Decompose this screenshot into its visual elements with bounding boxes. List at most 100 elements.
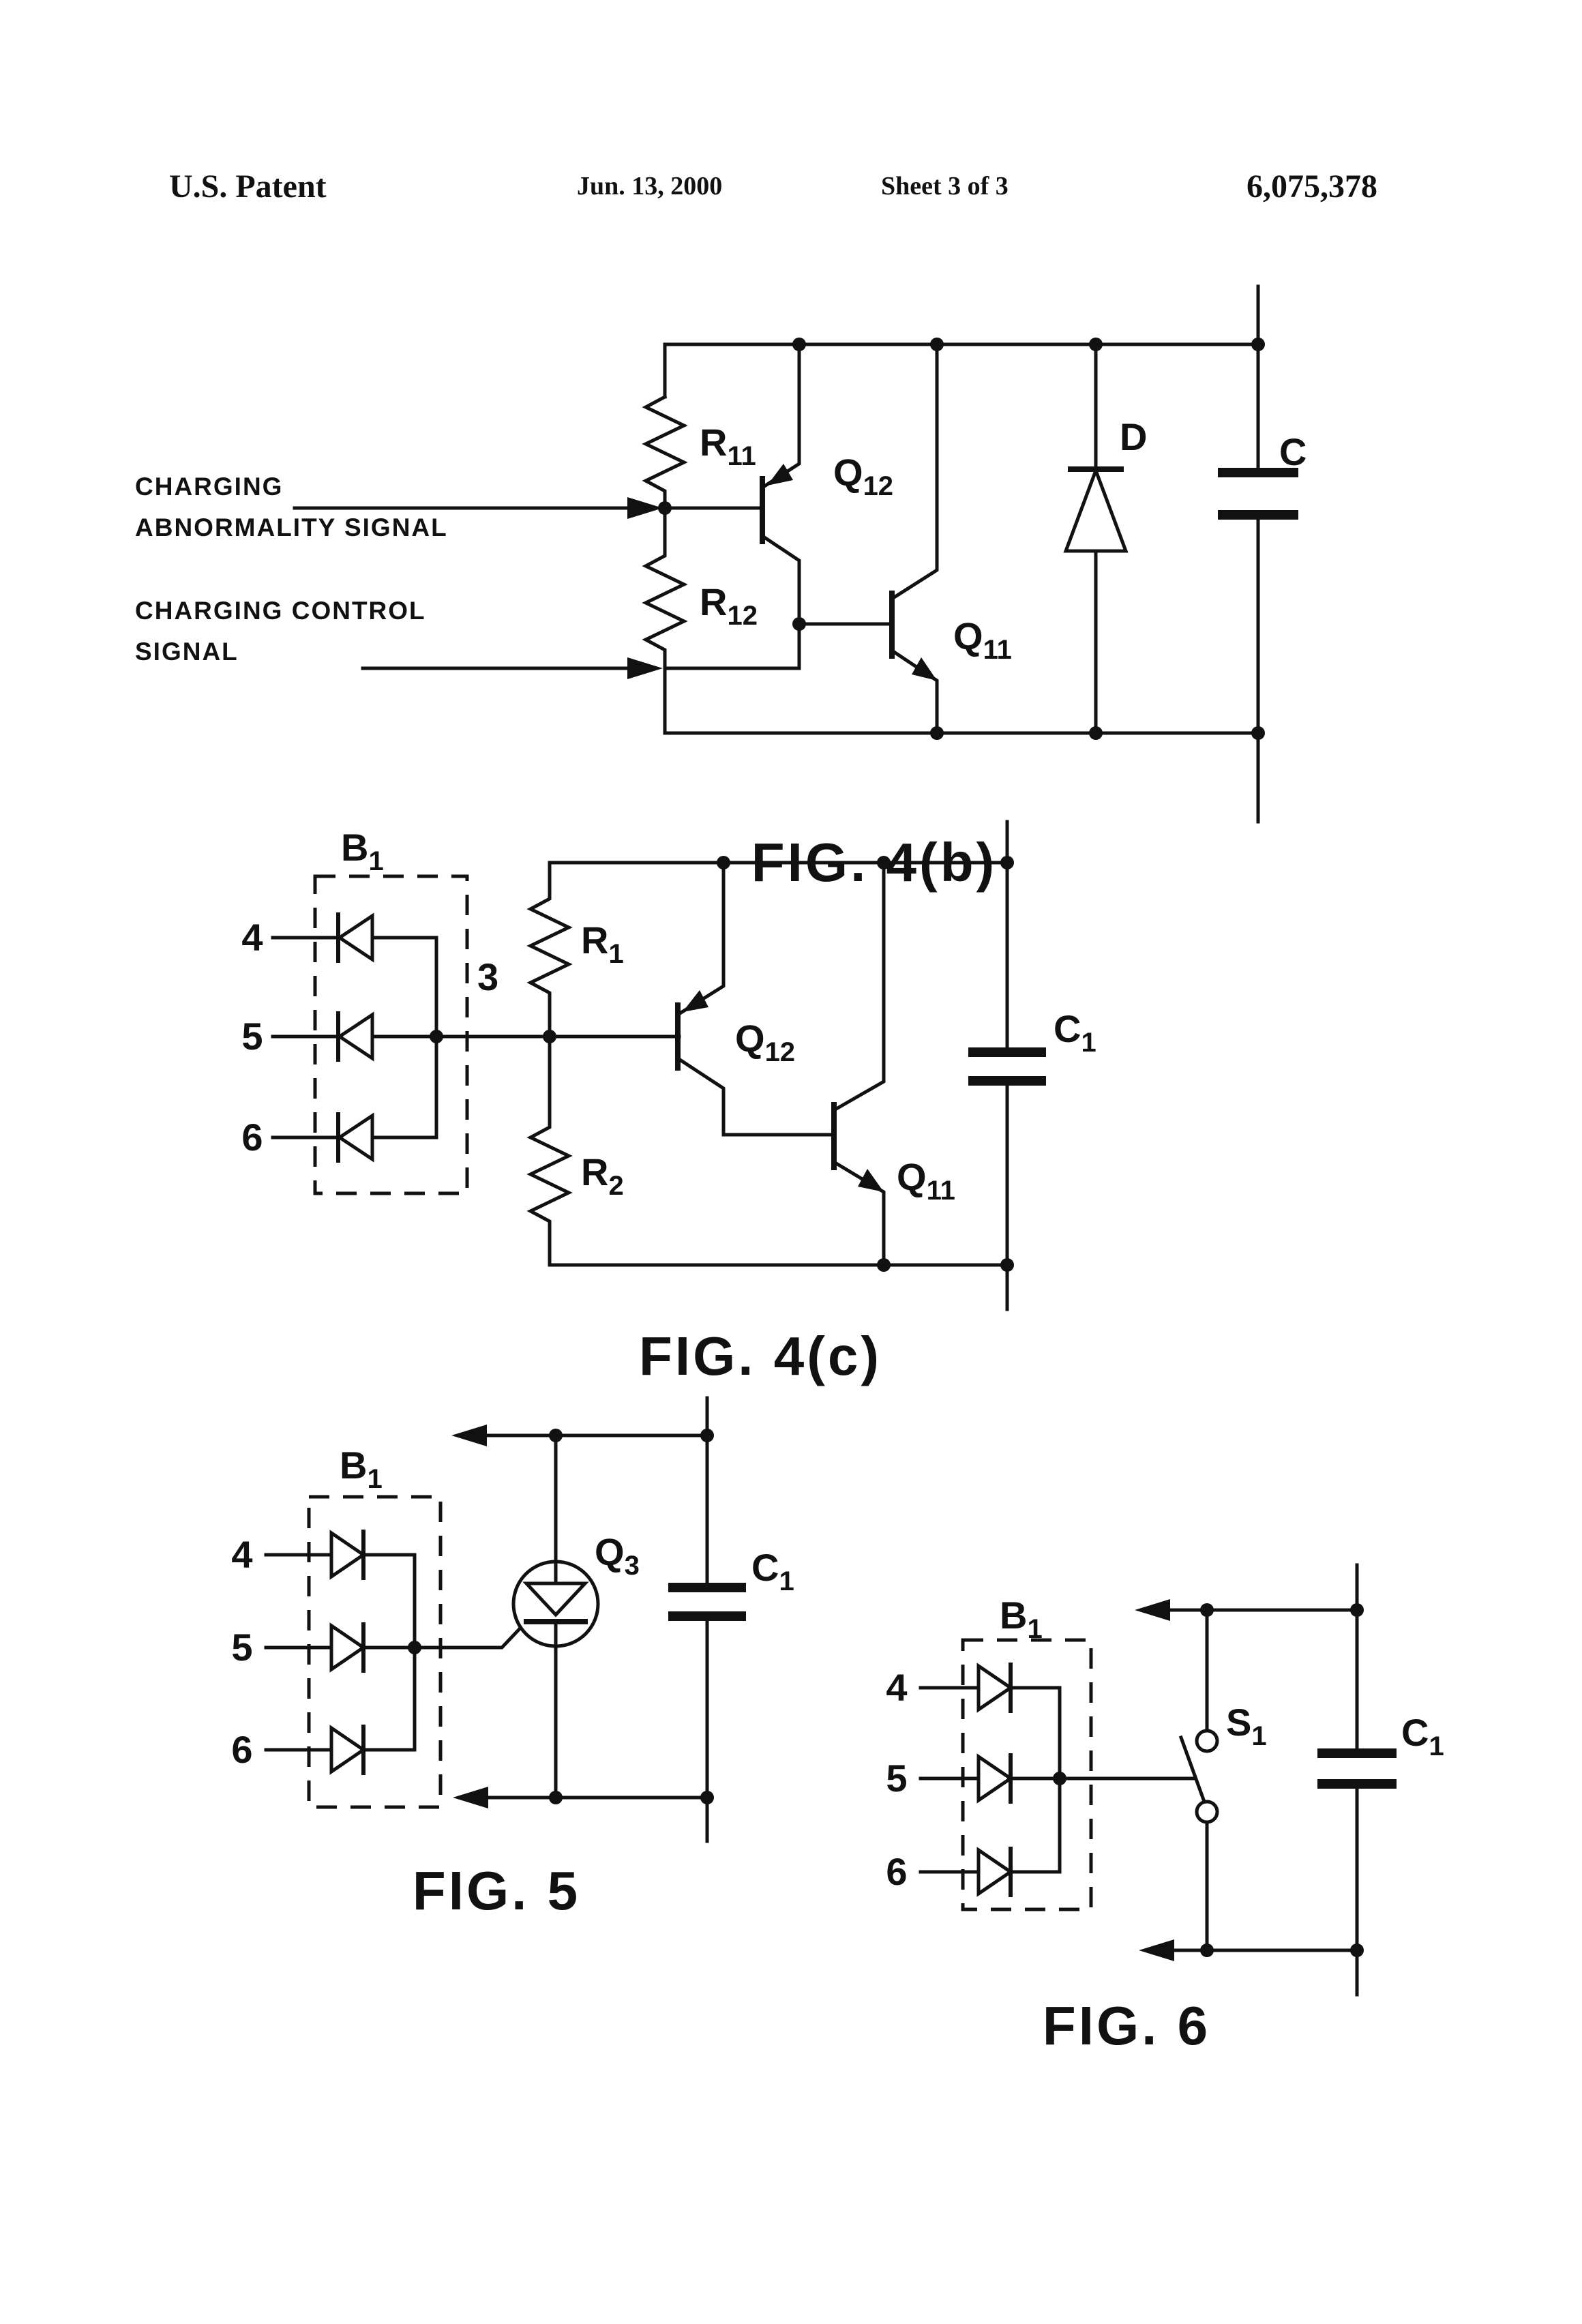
abnormality-label-line1: CHARGING	[135, 473, 283, 501]
header-date: Jun. 13, 2000	[577, 172, 722, 200]
label-r1: R1	[581, 919, 624, 969]
junction-dot	[1000, 856, 1014, 869]
junction-dot	[408, 1641, 421, 1654]
q12-emitter-arrow-icon	[683, 990, 708, 1012]
pin6-out-wire	[361, 1645, 417, 1752]
label-b1: B1	[341, 826, 384, 876]
header: U.S. Patent Jun. 13, 2000 Sheet 3 of 3 6…	[169, 168, 1377, 205]
q12-emitter-arrow-icon	[767, 464, 793, 486]
diode-triangle	[336, 1112, 374, 1163]
header-title: U.S. Patent	[169, 168, 327, 205]
q12-collector-wire	[762, 535, 801, 670]
header-patent-number: 6,075,378	[1247, 168, 1377, 205]
junction-dot	[877, 856, 891, 869]
junction-dot	[700, 1429, 714, 1442]
control-label-line2: SIGNAL	[135, 638, 239, 666]
abnormality-arrow-icon	[627, 497, 663, 519]
resistor-r11	[642, 394, 688, 510]
junction-dot	[658, 501, 672, 515]
junction-dot	[1200, 1603, 1214, 1617]
resistor-r12	[642, 506, 688, 670]
fig-4c: B1 4 5 6 3	[241, 820, 1096, 1386]
diode-triangle	[976, 1753, 1014, 1804]
label-q12: Q12	[833, 451, 893, 501]
header-sheet: Sheet 3 of 3	[881, 172, 1009, 200]
fig4c-caption: FIG. 4(c)	[639, 1326, 882, 1386]
junction-dot	[1350, 1943, 1364, 1957]
pin-5-label: 5	[886, 1757, 907, 1800]
junction-dot	[1053, 1772, 1066, 1785]
pin4-out-wire	[370, 936, 438, 1039]
junction-dot	[877, 1258, 891, 1272]
diode-triangle	[329, 1530, 367, 1580]
control-arrow-icon	[627, 657, 663, 679]
fig-6: B1 4 5 6 S1 C1	[886, 1563, 1444, 2056]
diode-triangle	[336, 1011, 374, 1062]
label-c1: C1	[751, 1546, 794, 1596]
pin-4-label: 4	[241, 916, 263, 959]
resistor-r1	[526, 861, 573, 1039]
left-arrow-icon	[453, 1787, 488, 1808]
junction-dot	[1251, 726, 1265, 740]
resistor-r2	[526, 1034, 573, 1267]
pin-4-label: 4	[231, 1533, 252, 1576]
switch-s1-blade	[1178, 1735, 1207, 1804]
q11-collector-wire	[831, 861, 886, 1113]
junction-dot	[1089, 726, 1103, 740]
label-d: D	[1120, 415, 1147, 458]
junction-dot	[930, 726, 944, 740]
junction-dot	[1089, 338, 1103, 351]
diode-triangle	[976, 1847, 1014, 1897]
switch-top-contact	[1195, 1729, 1219, 1753]
pin-5-label: 5	[231, 1626, 252, 1669]
diode-triangle	[329, 1725, 367, 1775]
b1-dashed-box	[961, 1638, 1093, 1911]
q11-emitter-arrow-icon	[912, 657, 937, 681]
pin-6-label: 6	[231, 1728, 252, 1771]
control-label-line1: CHARGING CONTROL	[135, 597, 426, 625]
junction-dot	[1350, 1603, 1364, 1617]
left-arrow-icon	[1139, 1939, 1174, 1961]
junction-dot	[1200, 1943, 1214, 1957]
junction-dot	[930, 338, 944, 351]
label-r12: R12	[700, 580, 758, 631]
junction-dot	[717, 856, 730, 869]
q3-triangle	[522, 1581, 589, 1618]
junction-dot	[700, 1791, 714, 1804]
left-arrow-icon	[1135, 1599, 1170, 1621]
pin4-out-wire	[1009, 1686, 1062, 1781]
q12-emitter-wire	[677, 861, 726, 1016]
left-arrow-icon	[451, 1425, 487, 1446]
abnormality-label-line2: ABNORMALITY SIGNAL	[135, 513, 448, 541]
junction-dot	[792, 617, 806, 631]
pin6-out-wire	[370, 1034, 438, 1139]
q3-gate-wire	[413, 1619, 529, 1650]
pin-4-label: 4	[886, 1666, 907, 1709]
label-r2: R2	[581, 1150, 624, 1201]
junction-dot	[549, 1429, 563, 1442]
q11-emitter-wire	[889, 648, 939, 735]
label-c1: C1	[1054, 1007, 1096, 1058]
label-b1: B1	[1000, 1594, 1043, 1644]
fig6-caption: FIG. 6	[1043, 1995, 1210, 2056]
junction-dot	[1000, 1258, 1014, 1272]
label-s1: S1	[1226, 1701, 1267, 1751]
diode-triangle	[329, 1622, 367, 1673]
junction-dot	[543, 1030, 556, 1043]
label-q3: Q3	[595, 1530, 640, 1581]
q11-collector-wire	[889, 342, 939, 601]
q12-collector-wire	[677, 1057, 836, 1137]
q11-emitter-arrow-icon	[858, 1169, 884, 1192]
label-c: C	[1279, 430, 1307, 473]
label-q12: Q12	[735, 1017, 795, 1067]
label-q11: Q11	[953, 614, 1012, 665]
diode-triangle	[976, 1663, 1014, 1713]
label-c1: C1	[1401, 1711, 1444, 1761]
fig-5: B1 4 5 6	[231, 1396, 794, 1921]
q11-emitter-wire	[831, 1159, 886, 1267]
junction-dot	[1251, 338, 1265, 351]
pin-5-label: 5	[241, 1015, 263, 1058]
fig-4b: CHARGING ABNORMALITY SIGNAL CHARGING CON…	[135, 284, 1307, 893]
label-node3: 3	[477, 955, 498, 998]
